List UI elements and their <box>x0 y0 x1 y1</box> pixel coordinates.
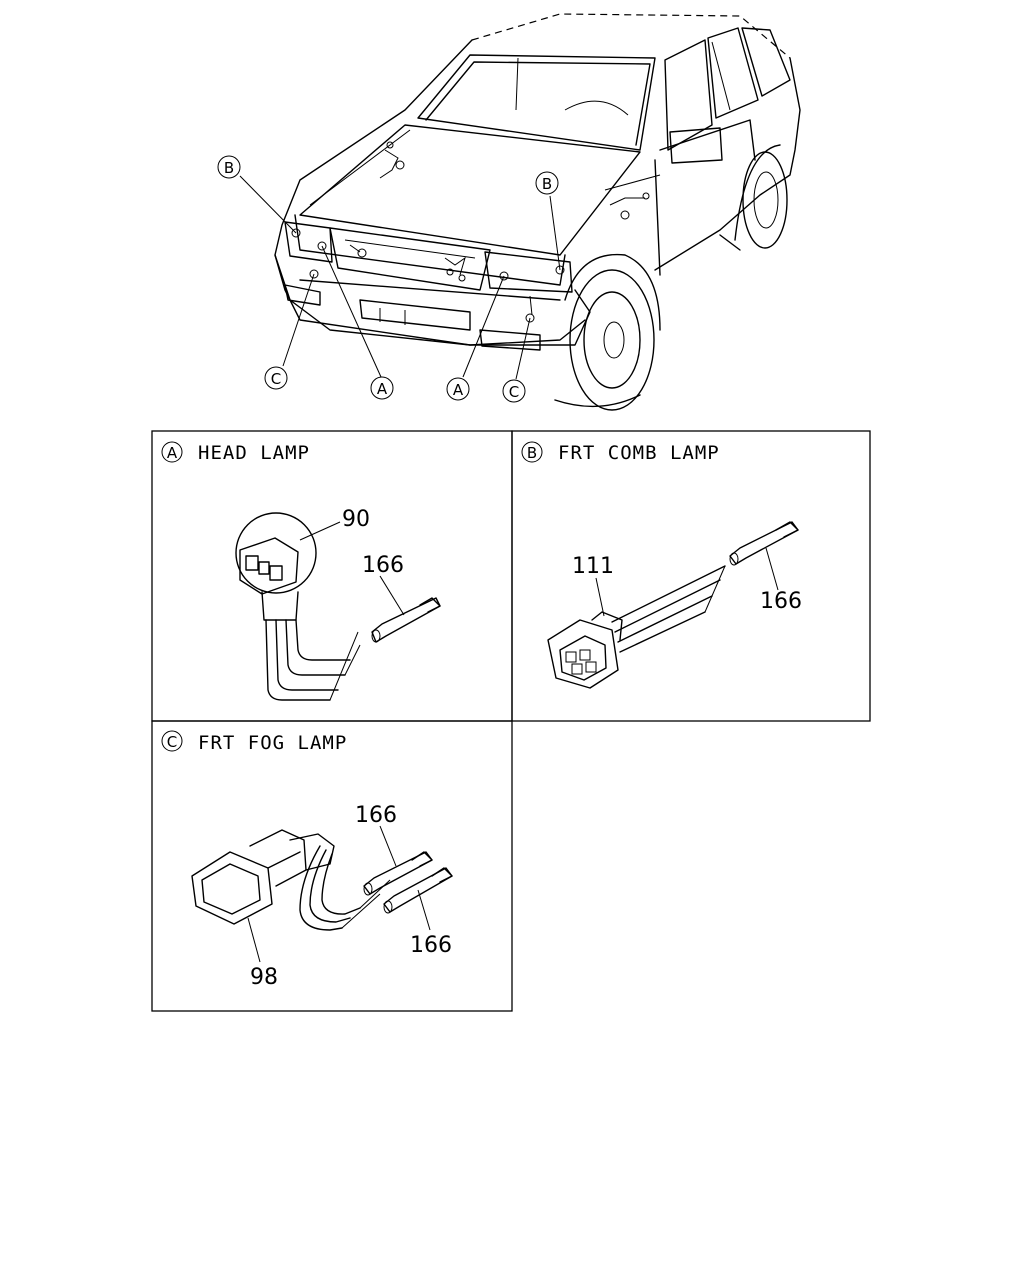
panel-frt-fog-lamp-letter: C <box>161 730 183 752</box>
callout-c-left: C <box>264 366 288 390</box>
fog-lamp-part-166-lower: 166 <box>410 933 452 958</box>
comb-lamp-part-111: 111 <box>572 554 614 579</box>
svg-text:C: C <box>167 733 177 751</box>
callout-a-right: A <box>446 377 470 401</box>
panel-head-lamp-title: HEAD LAMP <box>198 442 310 464</box>
svg-text:C: C <box>271 370 281 388</box>
comb-lamp-terminal <box>729 521 799 566</box>
head-lamp-part-90: 90 <box>342 507 370 532</box>
vehicle-illustration <box>274 13 801 411</box>
svg-text:A: A <box>453 381 464 399</box>
svg-text:B: B <box>542 175 552 193</box>
svg-text:B: B <box>224 159 234 177</box>
svg-text:B: B <box>527 444 537 462</box>
comb-lamp-connector <box>547 565 726 689</box>
svg-text:C: C <box>509 383 519 401</box>
head-lamp-terminal <box>371 597 441 643</box>
fog-lamp-part-98: 98 <box>250 965 278 990</box>
panel-head-lamp-letter: A <box>161 441 183 463</box>
fog-lamp-part-166-upper: 166 <box>355 803 397 828</box>
panel-frt-comb-lamp-letter: B <box>521 441 543 463</box>
fog-lamp-terminal-upper <box>363 851 433 896</box>
panel-frt-fog-lamp-frame <box>151 720 513 1012</box>
comb-lamp-part-166: 166 <box>760 589 802 614</box>
panel-head-lamp-frame <box>151 430 513 722</box>
callout-a-left: A <box>370 376 394 400</box>
callout-leader-lines <box>239 175 561 380</box>
fog-lamp-connector <box>191 829 391 931</box>
head-lamp-part-166: 166 <box>362 553 404 578</box>
fog-lamp-terminal-lower <box>383 867 453 914</box>
callout-c-right: C <box>502 379 526 403</box>
callout-b-right: B <box>535 171 559 195</box>
panel-frt-comb-lamp-frame <box>511 430 871 722</box>
panel-head-lamp: A HEAD LAMP 90 166 <box>161 441 441 701</box>
head-lamp-connector <box>235 512 361 701</box>
panel-frt-fog-lamp: C FRT FOG LAMP 98 166 <box>161 730 453 990</box>
panel-frt-fog-lamp-title: FRT FOG LAMP <box>198 732 347 754</box>
callout-b-left: B <box>217 155 241 179</box>
panel-frt-comb-lamp-title: FRT COMB LAMP <box>558 442 720 464</box>
svg-text:A: A <box>167 444 178 462</box>
panel-frt-comb-lamp: B FRT COMB LAMP 111 166 <box>521 441 802 689</box>
svg-text:A: A <box>377 380 388 398</box>
